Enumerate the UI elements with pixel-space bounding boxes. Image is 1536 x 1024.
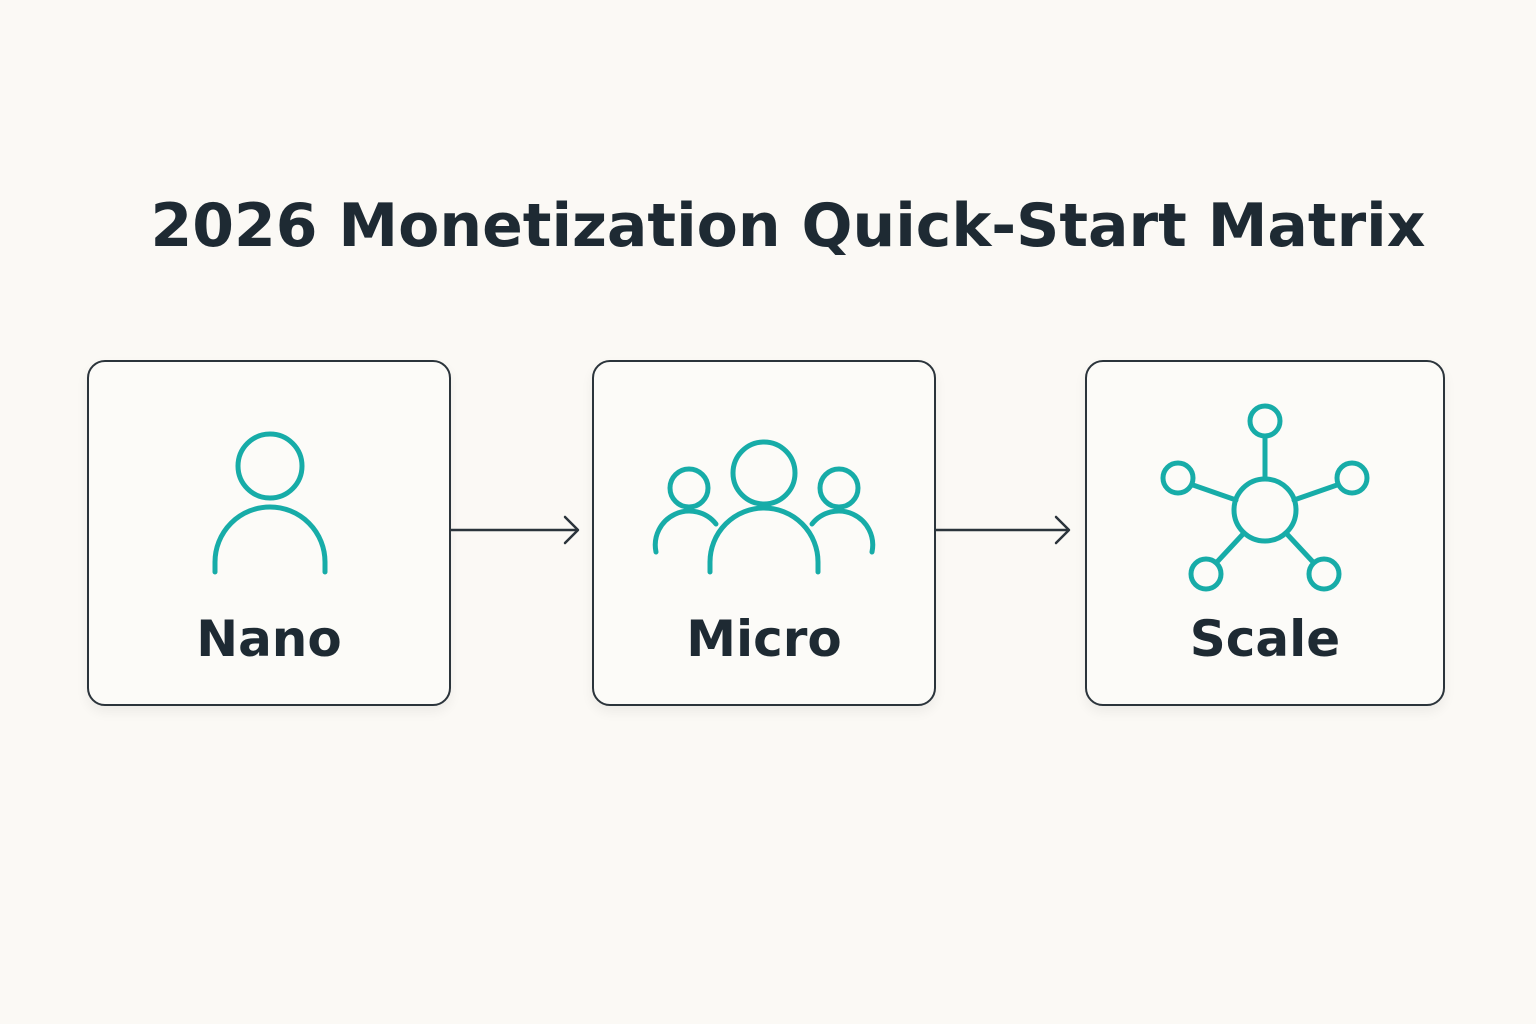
diagram-title: 2026 Monetization Quick-Start Matrix: [150, 191, 1426, 261]
stage-card-micro: Micro: [592, 360, 936, 706]
network-hub-icon: [1087, 402, 1443, 602]
arrow-right-icon: [451, 515, 580, 545]
stage-card-nano: Nano: [87, 360, 451, 706]
stage-card-scale: Scale: [1085, 360, 1445, 706]
stage-label-micro: Micro: [686, 610, 842, 668]
user-group-icon: [594, 402, 934, 602]
arrow-right-icon: [936, 515, 1071, 545]
stage-label-nano: Nano: [196, 610, 342, 668]
single-user-icon: [89, 402, 449, 602]
stage-label-scale: Scale: [1189, 610, 1341, 668]
